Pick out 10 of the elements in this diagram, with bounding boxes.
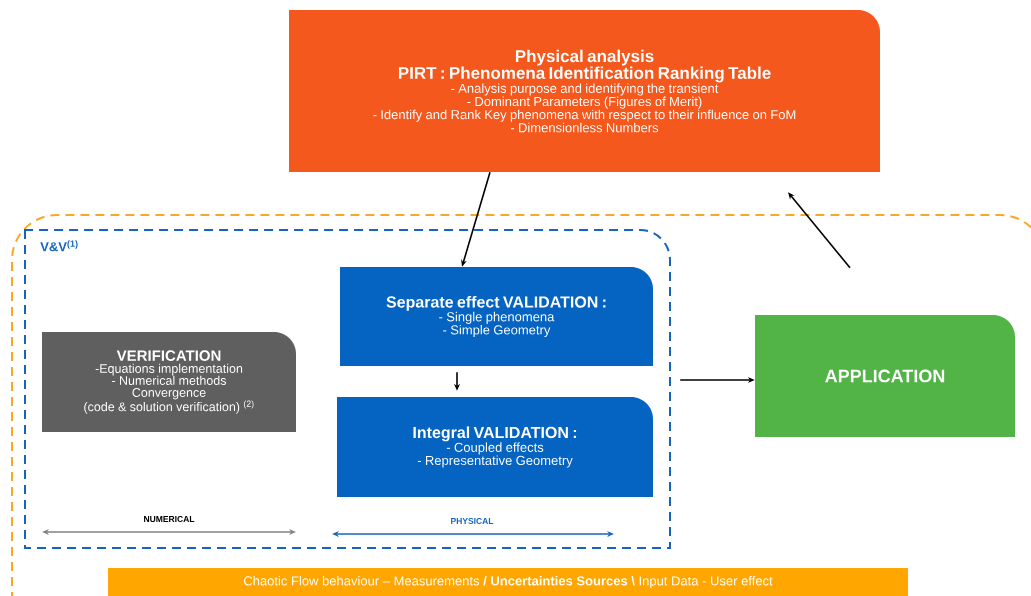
validation-box: Separate effect VALIDATION : - Single phenomena - Simple Geometry — [340, 267, 653, 366]
scale-label: NUMERICAL — [144, 516, 195, 522]
validation-box: Integral VALIDATION : - Coupled effects - Representative Geometry — [337, 397, 653, 497]
uncertainty-bar: Chaotic Flow behaviour – Measurements / Uncertainties Sources \ Input Data - User effect — [108, 568, 908, 596]
arrow — [788, 192, 851, 269]
analysis-box: Physical analysis PIRT : Phenomena Identification Ranking Table - Analysis purpose and identifying the transient - Dominant Parameters (Figures of Merit) - Identify and Rank Key phenomena with respect to their influence on FoM - Dimensionless Numbers — [289, 10, 880, 172]
application-box: APPLICATION — [755, 315, 1015, 437]
dashed-region — [11, 214, 1031, 596]
verification-box: VERIFICATION -Equations implementation - Numerical methods Convergence (code & solution verification) $^{(2)}$ — [42, 332, 296, 432]
scale-label: PHYSICAL — [451, 518, 494, 524]
